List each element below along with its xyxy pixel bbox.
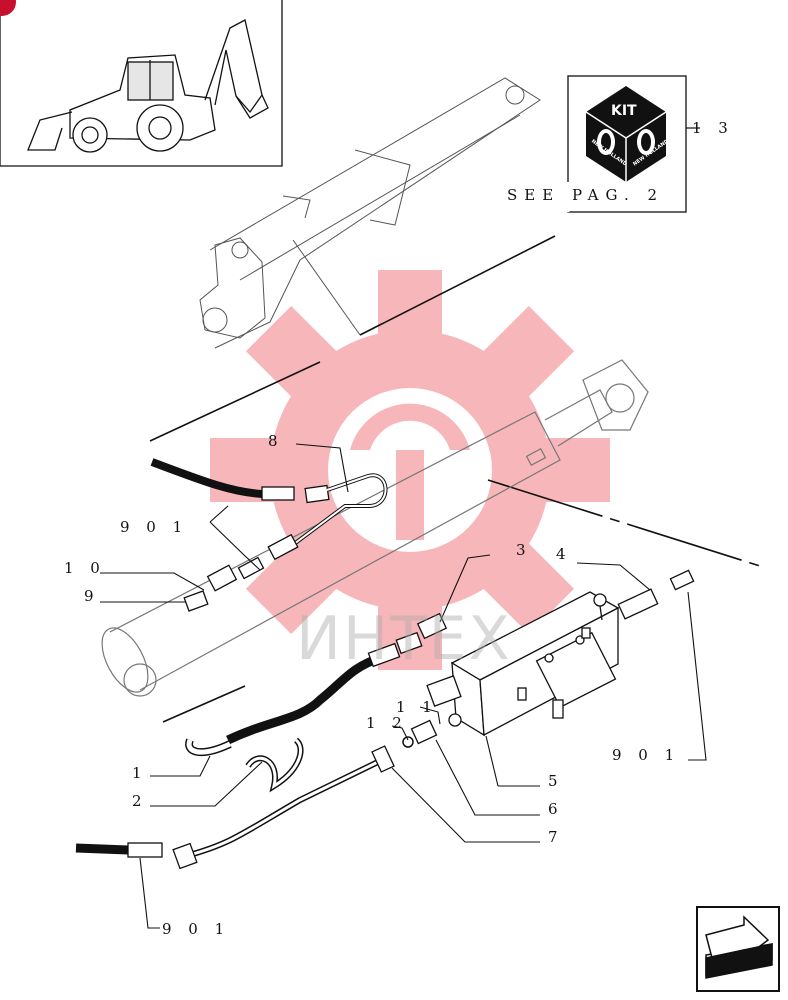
leader-lines	[100, 443, 707, 929]
callout-2: 2	[132, 792, 148, 810]
callout-8: 8	[268, 432, 284, 450]
callout-6: 6	[548, 800, 564, 818]
kit-box	[566, 75, 700, 213]
callout-4: 4	[556, 545, 572, 563]
callout-3: 3	[516, 541, 532, 559]
arrow-next-page-icon[interactable]	[705, 915, 773, 979]
machine-thumbnail	[0, 0, 283, 167]
next-page-button[interactable]	[696, 906, 780, 992]
kit-label: KIT	[611, 103, 637, 119]
callout-7: 7	[548, 828, 564, 846]
callout-12: 1 2	[366, 714, 408, 732]
valve-block	[426, 591, 620, 737]
watermark-gear	[210, 270, 610, 670]
callout-901-top: 9 0 1	[120, 518, 189, 536]
break-lines	[149, 361, 761, 723]
callout-10: 1 0	[64, 559, 106, 577]
hoses	[75, 458, 695, 870]
callout-1: 1	[132, 764, 148, 782]
callout-901-bottom: 9 0 1	[162, 920, 231, 938]
boom-arm-sketch	[199, 77, 556, 349]
callout-5: 5	[548, 772, 564, 790]
see-page-reference[interactable]: SEE PAG. 2	[507, 186, 665, 204]
callout-11: 1 1	[396, 698, 438, 716]
kit-ref-number: 1 3	[692, 119, 734, 137]
watermark-text: ИНТЕХ	[296, 604, 512, 674]
callout-901-right: 9 0 1	[612, 746, 681, 764]
corner-badge	[0, 0, 16, 16]
callout-9: 9	[84, 587, 100, 605]
